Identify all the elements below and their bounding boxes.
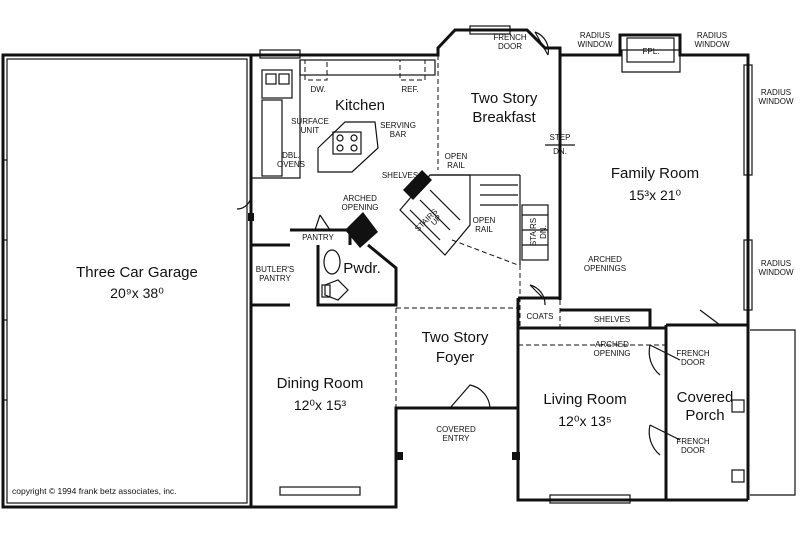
- family-dim: 15³x 21⁰: [629, 187, 682, 203]
- butlers-pantry-2: PANTRY: [259, 274, 291, 283]
- window-marks: [259, 25, 753, 504]
- porch-line2: Porch: [685, 407, 724, 424]
- serving-bar-2: BAR: [390, 130, 407, 139]
- living-dim: 12⁰x 13⁵: [558, 413, 611, 429]
- covered-entry-2: ENTRY: [443, 434, 471, 443]
- shelves-living: SHELVES: [594, 315, 630, 324]
- dining-dim: 12⁰x 15³: [294, 397, 347, 413]
- radius-window-1b: WINDOW: [577, 40, 613, 49]
- open-rail-1b: RAIL: [447, 161, 465, 170]
- living-name: Living Room: [543, 391, 626, 408]
- surface-unit-1: SURFACE: [291, 117, 329, 126]
- surface-unit-2: UNIT: [301, 126, 320, 135]
- arched-opening-2a: ARCHED: [595, 340, 629, 349]
- dining-name: Dining Room: [277, 375, 364, 392]
- fireplace: [621, 37, 681, 73]
- arched-openings-1: ARCHED: [588, 255, 622, 264]
- french-door-top-1: FRENCH: [493, 33, 527, 42]
- garage-name: Three Car Garage: [76, 264, 198, 281]
- french-door-porch-1a: FRENCH: [676, 349, 710, 358]
- open-rail-2b: RAIL: [475, 225, 493, 234]
- foyer-line2: Foyer: [436, 349, 474, 366]
- powder-fixtures: [321, 249, 349, 301]
- french-door-porch-2b: DOOR: [681, 446, 705, 455]
- radius-window-4a: RADIUS: [761, 259, 791, 268]
- butlers-pantry-1: BUTLER'S: [256, 265, 294, 274]
- arched-opening-1a: ARCHED: [343, 194, 377, 203]
- foyer-line1: Two Story: [422, 329, 489, 346]
- step-label: STEP: [550, 133, 571, 142]
- covered-entry-1: COVERED: [436, 425, 476, 434]
- radius-window-2b: WINDOW: [694, 40, 730, 49]
- stairs-dn-1: STAIRS: [529, 218, 538, 246]
- shelves-kitchen: SHELVES: [382, 171, 418, 180]
- refrigerator-label: REF.: [401, 85, 418, 94]
- dbl-ovens-1: DBL.: [282, 151, 300, 160]
- coats-label: COATS: [527, 312, 554, 321]
- french-door-porch-1b: DOOR: [681, 358, 705, 367]
- garage-dim: 20⁹x 38⁰: [110, 285, 164, 301]
- open-rail-1a: OPEN: [445, 152, 468, 161]
- dbl-ovens-2: OVENS: [277, 160, 305, 169]
- stairs-dn-2: DN.: [539, 225, 548, 239]
- step-dn-label: DN.: [553, 147, 567, 156]
- family-name: Family Room: [611, 165, 699, 182]
- french-door-porch-2a: FRENCH: [676, 437, 710, 446]
- radius-window-3a: RADIUS: [761, 88, 791, 97]
- dishwasher-label: DW.: [310, 85, 325, 94]
- room-labels: Three Car Garage 20⁹x 38⁰ Kitchen Two St…: [76, 90, 733, 429]
- pantry-label: PANTRY: [302, 233, 334, 242]
- radius-window-1a: RADIUS: [580, 31, 610, 40]
- serving-bar-1: SERVING: [380, 121, 416, 130]
- arched-opening-2b: OPENING: [594, 349, 631, 358]
- radius-window-2a: RADIUS: [697, 31, 727, 40]
- radius-window-4b: WINDOW: [758, 268, 794, 277]
- powder-name: Pwdr.: [343, 260, 381, 277]
- arched-openings-2: OPENINGS: [584, 264, 626, 273]
- door-swings: [248, 31, 796, 496]
- arched-opening-1b: OPENING: [342, 203, 379, 212]
- fireplace-label: FPL.: [643, 47, 660, 56]
- kitchen-name: Kitchen: [335, 97, 385, 114]
- copyright-notice: copyright © 1994 frank betz associates, …: [12, 486, 177, 496]
- interior-walls: [249, 55, 666, 408]
- open-rail-2a: OPEN: [473, 216, 496, 225]
- breakfast-line1: Two Story: [471, 90, 538, 107]
- french-door-top-2: DOOR: [498, 42, 522, 51]
- breakfast-line2: Breakfast: [472, 109, 536, 126]
- porch-line1: Covered: [677, 389, 734, 406]
- kitchen-fixtures: [251, 55, 439, 179]
- stairs: [345, 170, 549, 265]
- radius-window-3b: WINDOW: [758, 97, 794, 106]
